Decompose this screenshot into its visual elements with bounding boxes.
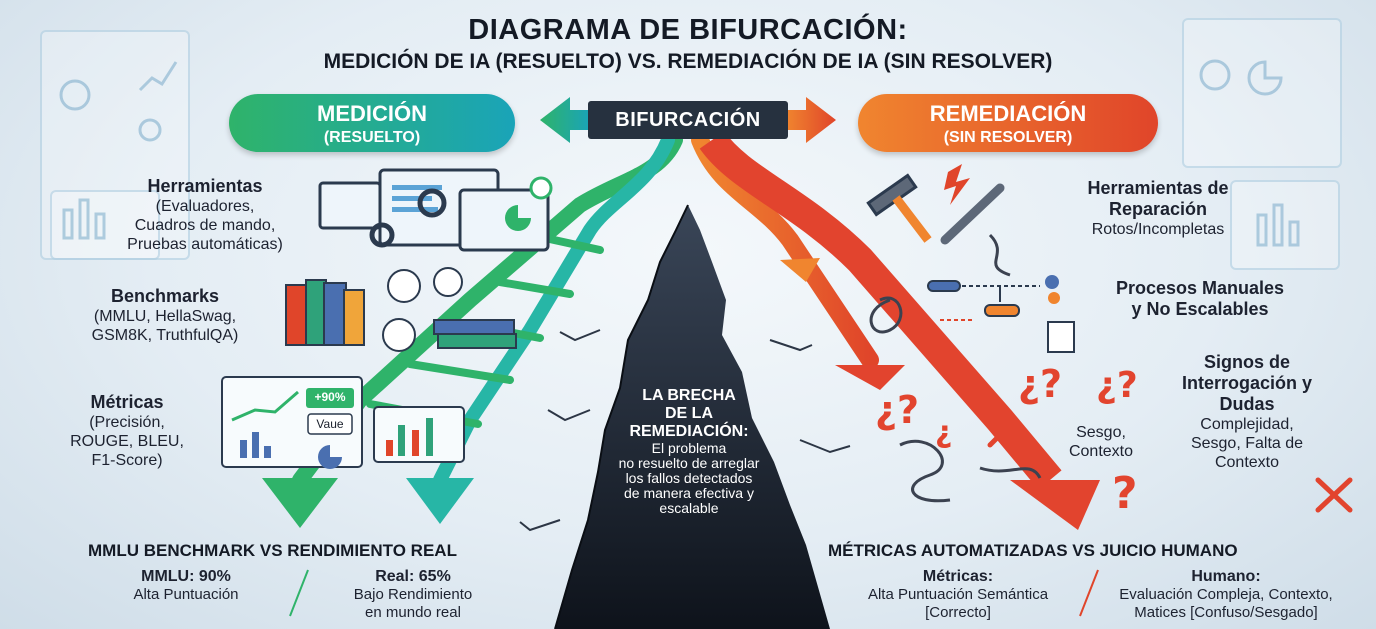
- chasm: [555, 205, 830, 629]
- remediacion-pill: REMEDIACIÓN (SIN RESOLVER): [858, 94, 1158, 152]
- bifurcacion-label: BIFURCACIÓN: [588, 101, 788, 139]
- gear-icon: [369, 222, 395, 248]
- medicion-pill: MEDICIÓN (RESUELTO): [229, 94, 515, 152]
- green-arrowhead: [262, 478, 338, 528]
- red-stream: [699, 130, 1062, 490]
- label-tools: Herramientas (Evaluadores, Cuadros de ma…: [127, 176, 283, 253]
- medicion-title: MEDICIÓN: [317, 101, 427, 126]
- label-benchmarks: Benchmarks (MMLU, HellaSwag, GSM8K, Trut…: [91, 286, 239, 344]
- metrics-score: Métricas: Alta Puntuación Semántica [Cor…: [867, 568, 1049, 621]
- side-note: Sesgo, Contexto: [1068, 424, 1134, 460]
- pie-chart-icon: [505, 205, 531, 231]
- wrench-icon: [940, 183, 1005, 245]
- divider-slash: [289, 569, 309, 617]
- value-tag: [307, 413, 353, 435]
- close-icon: [987, 417, 1353, 513]
- gap-text: LA BRECHA DE LA REMEDIACIÓN: El problema…: [618, 387, 760, 516]
- pie-chart-icon: [1247, 60, 1283, 96]
- bar-chart-icon: [1256, 213, 1268, 247]
- gear-icon: [138, 118, 162, 142]
- pie-chart-icon: [318, 445, 342, 469]
- red-arrowhead: [1010, 480, 1100, 530]
- chasm-edge: [554, 204, 689, 629]
- remediacion-title: REMEDIACIÓN: [929, 101, 1087, 126]
- orange-arrowhead-small: [780, 258, 820, 282]
- bottom-right-title: MÉTRICAS AUTOMATIZADAS VS JUICIO HUMANO: [828, 541, 1238, 560]
- green-arrowhead: [406, 478, 474, 524]
- orange-arrowhead: [835, 365, 905, 390]
- question-mark-icon: ¿?: [1096, 365, 1138, 406]
- medicion-subtitle: (RESUELTO): [323, 129, 421, 146]
- question-mark-icon: ¿?: [1018, 362, 1063, 406]
- real-score: Real: 65% Bajo Rendimiento en mundo real: [353, 568, 473, 621]
- person-icon: [1045, 275, 1059, 289]
- check-badge-icon: [529, 176, 553, 200]
- label-signs: Signos de Interrogación y Dudas Compleji…: [1181, 352, 1313, 471]
- diagram-subtitle: MEDICIÓN DE IA (RESUELTO) VS. REMEDIACIÓ…: [323, 50, 1053, 73]
- lightning-icon: [944, 164, 970, 205]
- bg-panel-right-low: [1230, 180, 1340, 270]
- arrow-left-icon: [540, 97, 590, 143]
- human-score: Humano: Evaluación Compleja, Contexto, M…: [1119, 568, 1333, 621]
- gear-icon: [59, 79, 91, 111]
- remediacion-subtitle: (SIN RESOLVER): [943, 129, 1073, 146]
- trend-chart-icon: [138, 61, 178, 92]
- label-repair-tools: Herramientas de Reparación Rotos/Incompl…: [1087, 178, 1229, 238]
- brand-bubble-icon: [382, 267, 463, 352]
- question-icon: [1199, 59, 1231, 91]
- bottom-left-title: MMLU BENCHMARK VS RENDIMIENTO REAL: [88, 541, 457, 560]
- value-tag-text: Vaue: [316, 417, 344, 431]
- bar-chart-icon: [62, 208, 74, 240]
- arrow-right-icon: [786, 97, 836, 143]
- gear-icon: [417, 188, 447, 218]
- mmlu-score: MMLU: 90% Alta Puntuación: [133, 568, 239, 603]
- question-mark-icon: ¿: [935, 415, 953, 450]
- question-mark-icon: ?: [1112, 468, 1138, 519]
- label-manual-processes: Procesos Manuales y No Escalables: [1115, 278, 1285, 319]
- diagram-title: DIAGRAMA DE BIFURCACIÓN:: [468, 14, 908, 46]
- books-icon: [285, 279, 517, 349]
- process-diagram: [927, 280, 1075, 353]
- badge-plus90: [306, 388, 354, 408]
- person-icon: [1048, 292, 1060, 304]
- badge-plus90-text: +90%: [314, 390, 346, 404]
- question-mark-icon: ¿?: [875, 388, 920, 432]
- trend-chart-icon: [231, 390, 299, 422]
- hammer-icon: [866, 173, 932, 243]
- divider-slash: [1079, 569, 1099, 617]
- label-metrics: Métricas (Precisión, ROUGE, BLEU, F1-Sco…: [70, 392, 184, 469]
